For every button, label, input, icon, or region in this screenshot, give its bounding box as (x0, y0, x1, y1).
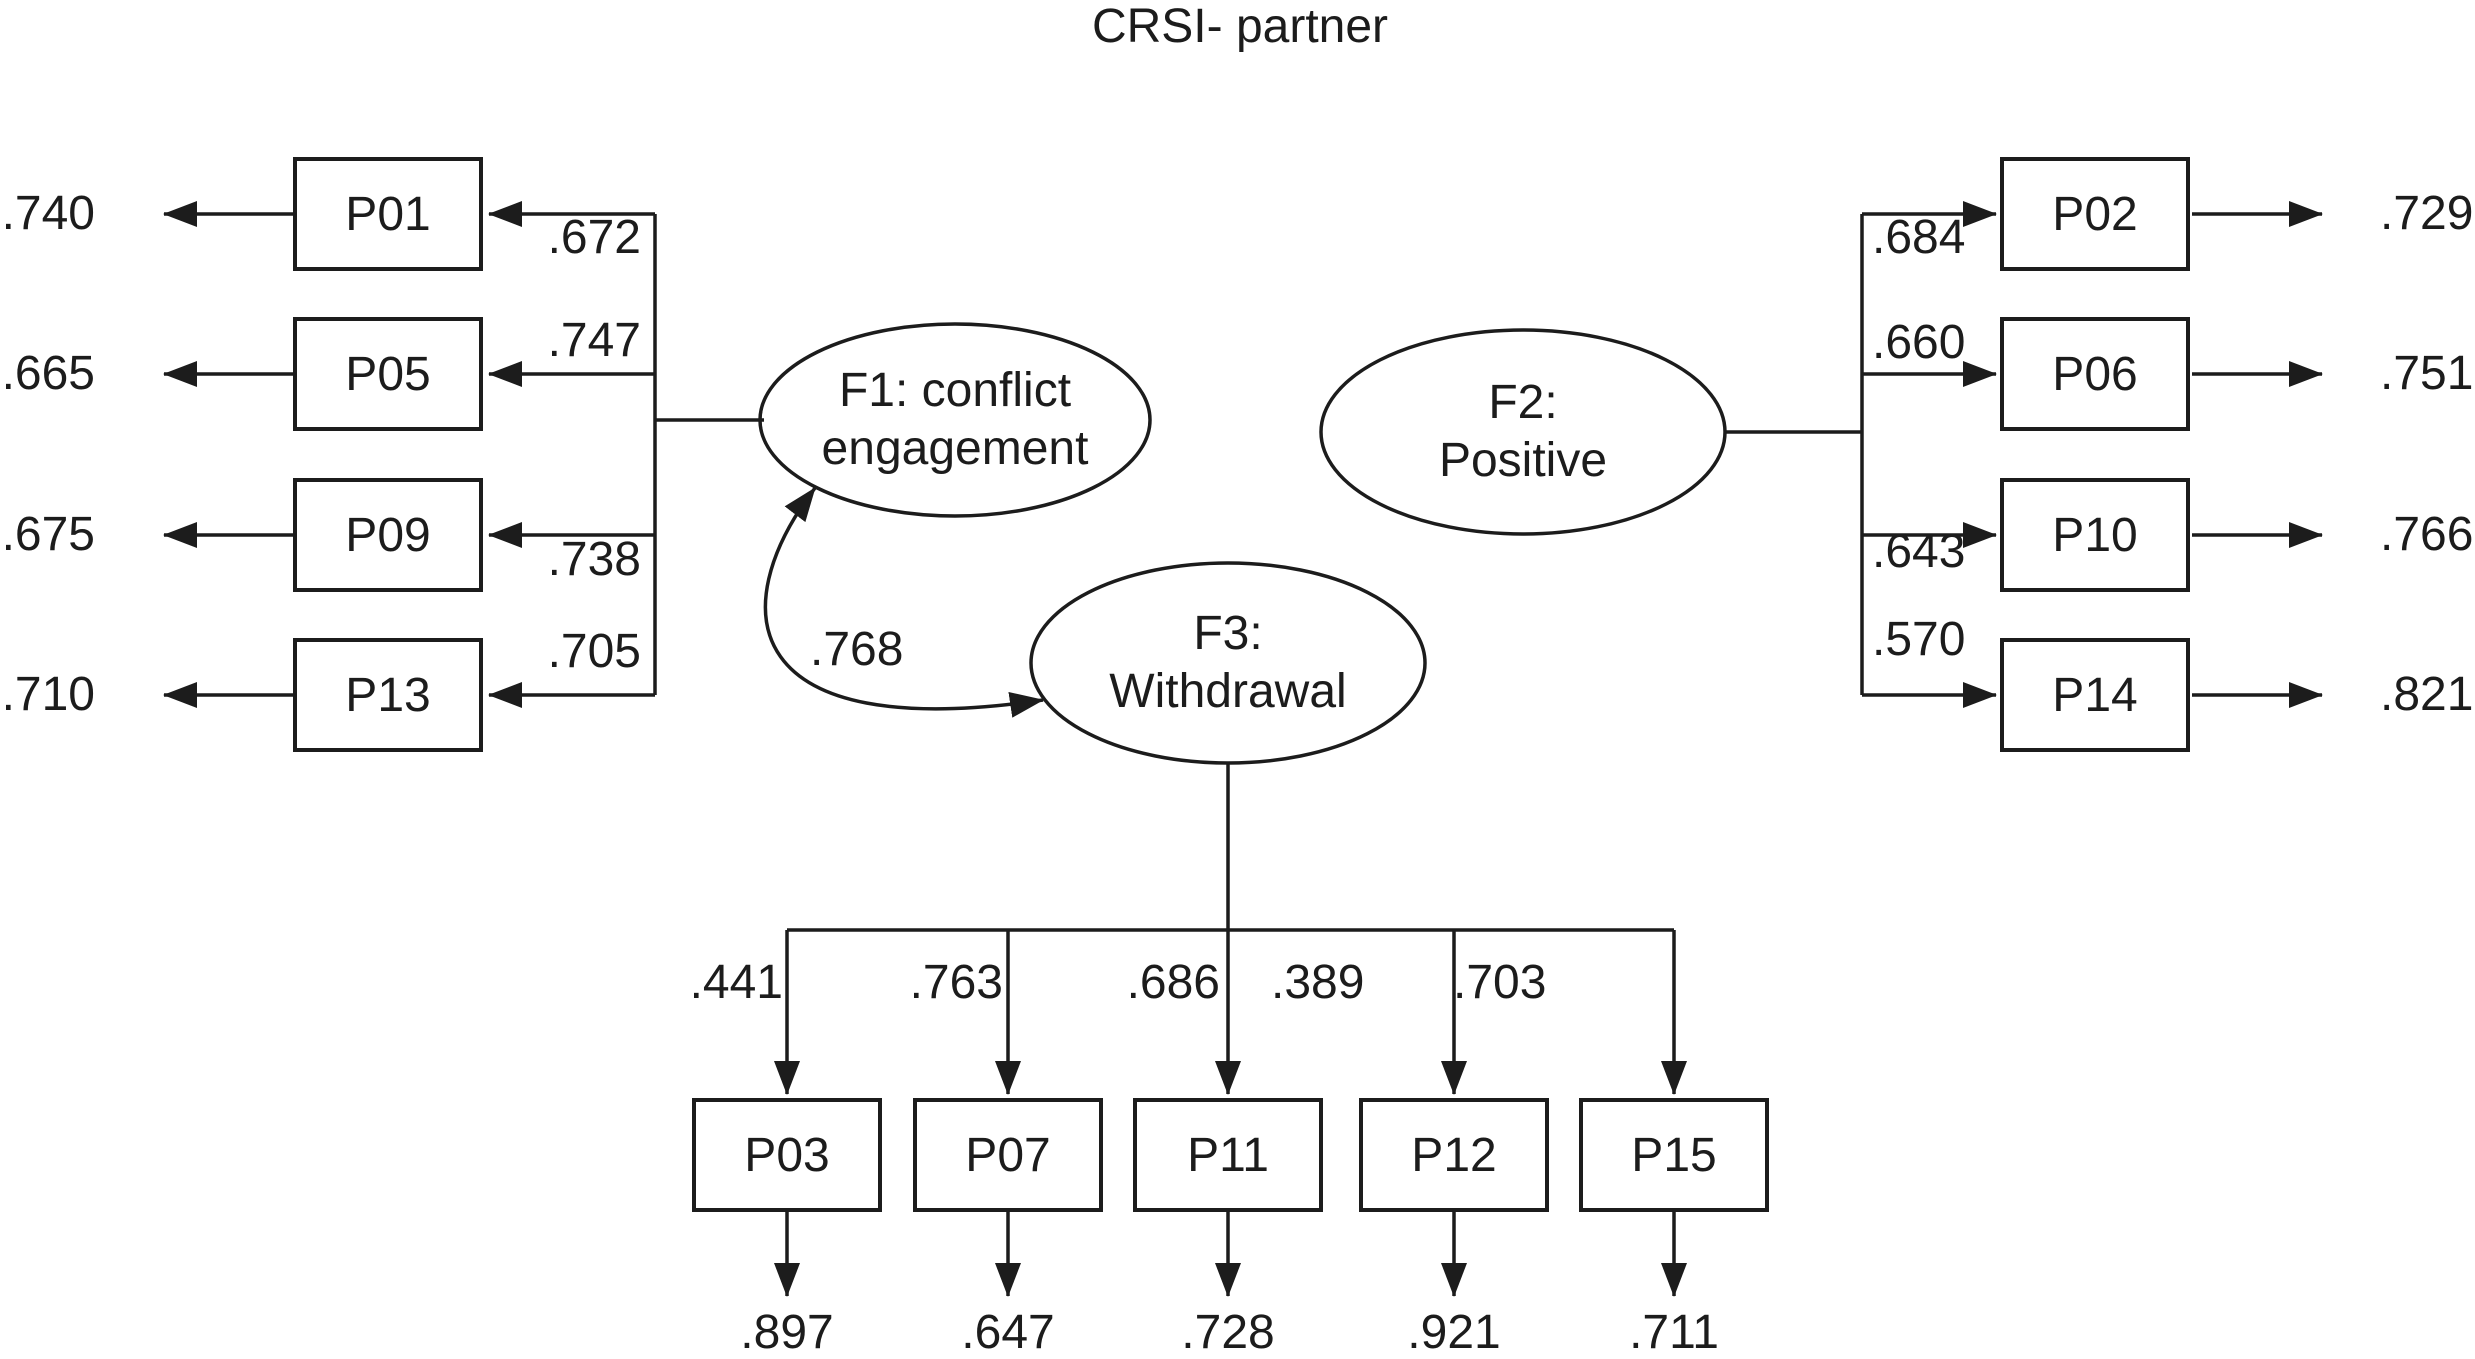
indicator-box-p11-label: P11 (1187, 1128, 1269, 1182)
error-value-p01: .740 (1, 187, 95, 240)
loading-value-p13: .705 (547, 625, 641, 678)
indicator-box-p01: P01 (293, 157, 483, 271)
loading-value-p12: .389 (1271, 956, 1365, 1009)
indicator-box-p06: P06 (2000, 317, 2190, 431)
indicator-box-p03: P03 (692, 1098, 882, 1212)
f2-label-line1: F2: (1488, 376, 1558, 429)
f2-label-line2: Positive (1438, 434, 1608, 487)
loading-value-p06: .660 (1872, 316, 1966, 369)
f1-f3-correlation-arrow (763, 486, 1044, 718)
indicator-box-p03-label: P03 (744, 1128, 830, 1182)
indicator-box-p11: P11 (1133, 1098, 1323, 1212)
loading-value-p09: .738 (547, 533, 641, 586)
error-value-p13: .710 (1, 668, 95, 721)
loading-value-p02: .684 (1872, 211, 1966, 264)
loading-value-p14: .570 (1872, 613, 1966, 666)
indicator-box-p06-label: P06 (2052, 347, 2138, 401)
error-value-p10: .766 (2380, 508, 2474, 561)
loading-value-p11: .686 (1126, 956, 1220, 1009)
f1-label: F1: conflict engagement (760, 352, 1150, 488)
indicator-box-p14: P14 (2000, 638, 2190, 752)
indicator-box-p13: P13 (293, 638, 483, 752)
f3-label-line1: F3: (1193, 607, 1263, 660)
loading-value-p10: .643 (1872, 525, 1966, 578)
loading-value-p07: .763 (909, 956, 1003, 1009)
indicator-box-p12: P12 (1359, 1098, 1549, 1212)
indicator-box-p10-label: P10 (2052, 508, 2138, 562)
indicator-box-p10: P10 (2000, 478, 2190, 592)
indicator-box-p09: P09 (293, 478, 483, 592)
loading-value-p03: .441 (689, 956, 783, 1009)
f2-label: F2: Positive (1321, 364, 1725, 500)
indicator-box-p07: P07 (913, 1098, 1103, 1212)
error-value-p09: .675 (1, 508, 95, 561)
indicator-box-p13-label: P13 (345, 668, 431, 722)
diagram-title: CRSI- partner (1091, 0, 1389, 53)
error-value-p03: .897 (740, 1306, 834, 1359)
f3-label-line2: Withdrawal (1109, 665, 1347, 718)
indicator-box-p07-label: P07 (965, 1128, 1051, 1182)
error-value-p05: .665 (1, 347, 95, 400)
indicator-box-p12-label: P12 (1411, 1128, 1497, 1182)
error-value-p12: .921 (1407, 1306, 1501, 1359)
loading-value-p01: .672 (547, 211, 641, 264)
indicator-box-p09-label: P09 (345, 508, 431, 562)
error-value-p06: .751 (2380, 347, 2474, 400)
loading-value-p15: .703 (1453, 956, 1547, 1009)
f1-label-line2: engagement (821, 422, 1089, 475)
f1-label-line1: F1: conflict (838, 364, 1072, 417)
indicator-box-p02: P02 (2000, 157, 2190, 271)
indicator-box-p05: P05 (293, 317, 483, 431)
error-value-p02: .729 (2380, 187, 2474, 240)
f2-ellipse (1319, 328, 1727, 536)
loading-value-p05: .747 (547, 314, 641, 367)
f3-label: F3: Withdrawal (1031, 595, 1425, 731)
indicator-box-p05-label: P05 (345, 347, 431, 401)
error-value-p07: .647 (961, 1306, 1055, 1359)
indicator-box-p01-label: P01 (345, 187, 431, 241)
indicator-box-p14-label: P14 (2052, 668, 2138, 722)
error-value-p15: .711 (1629, 1306, 1719, 1359)
indicator-box-p15-label: P15 (1631, 1128, 1717, 1182)
error-value-p11: .728 (1181, 1306, 1275, 1359)
indicator-box-p15: P15 (1579, 1098, 1769, 1212)
indicator-box-p02-label: P02 (2052, 187, 2138, 241)
error-value-p14: .821 (2380, 668, 2474, 721)
f1-f3-correlation-value: .768 (810, 623, 904, 676)
